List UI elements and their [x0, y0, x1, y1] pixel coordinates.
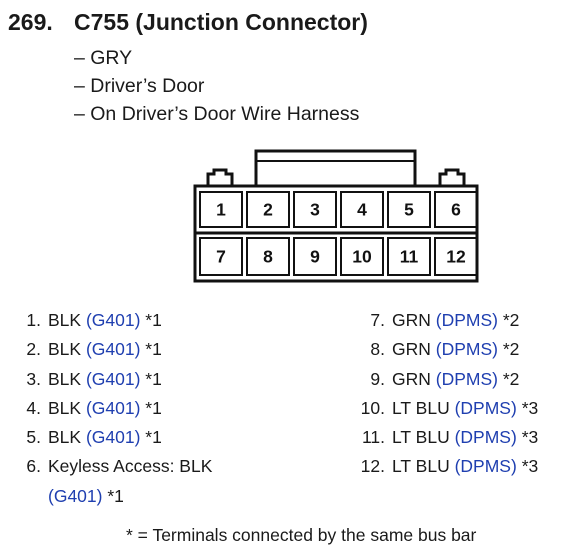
ground-link[interactable]: (G401)	[85, 368, 141, 389]
terminal-number: 2	[263, 200, 273, 220]
ground-link[interactable]: (G401)	[85, 397, 141, 418]
connector-left-tab	[206, 168, 234, 186]
terminal-number: 10	[352, 247, 372, 267]
ground-link[interactable]: (G401)	[85, 427, 141, 448]
terminal-cavity	[246, 237, 290, 276]
pin-row: 6.Keyless Access: BLK	[26, 456, 213, 477]
ground-link[interactable]: (G401)	[85, 310, 141, 330]
pin-row-continuation: (G401) *1	[48, 485, 124, 506]
pin-row: 12.LT BLU (DPMS) *3	[360, 456, 539, 477]
dpms-link[interactable]: (DPMS)	[435, 310, 498, 330]
dpms-link[interactable]: (DPMS)	[454, 456, 517, 477]
pin-row: 7.GRN (DPMS) *2	[370, 310, 520, 330]
dpms-link[interactable]: (DPMS)	[454, 397, 517, 418]
pin-row: 11.LT BLU (DPMS) *3	[361, 427, 539, 448]
pin-row: 9.GRN (DPMS) *2	[370, 368, 520, 389]
ground-link[interactable]: (G401)	[48, 485, 103, 506]
pin-list-left: 1.BLK (G401) *1 2.BLK (G401) *1 3.BLK (G…	[20, 306, 212, 511]
detail-color: – GRY	[74, 47, 133, 69]
detail-harness: – On Driver’s Door Wire Harness	[74, 103, 360, 125]
terminal-cavity	[293, 237, 337, 276]
pin-row: 8.GRN (DPMS) *2	[370, 339, 520, 360]
terminal-number: 5	[404, 200, 414, 220]
terminal-cavity	[434, 237, 478, 276]
connector-details: – GRY – Driver’s Door – On Driver’s Door…	[74, 44, 359, 128]
terminal-cavity	[340, 191, 384, 228]
terminal-number: 9	[310, 247, 320, 267]
pin-row: 4.BLK (G401) *1	[26, 397, 162, 418]
connector-right-tab	[438, 168, 466, 186]
connector-title: C755 (Junction Connector)	[74, 9, 368, 35]
terminal-number: 7	[216, 247, 226, 267]
terminal-cavity	[293, 191, 337, 228]
terminal-cavity	[387, 237, 431, 276]
dpms-link[interactable]: (DPMS)	[454, 427, 517, 448]
pin-list-right: 7.GRN (DPMS) *2 8.GRN (DPMS) *2 9.GRN (D…	[350, 306, 539, 482]
pin-row: 3.BLK (G401) *1	[26, 368, 162, 389]
pin-row: 5.BLK (G401) *1	[26, 427, 162, 448]
terminal-number: 1	[216, 200, 226, 220]
pin-row: 10.LT BLU (DPMS) *3	[360, 397, 539, 418]
pin-row: 1.BLK (G401) *1	[26, 310, 162, 330]
terminal-number: 6	[451, 200, 461, 220]
section-number: 269.	[8, 9, 53, 35]
terminal-cavity	[434, 191, 478, 228]
ground-link[interactable]: (G401)	[85, 339, 141, 360]
terminal-number: 4	[357, 200, 367, 220]
pin-row: 2.BLK (G401) *1	[26, 339, 162, 360]
terminal-cavity	[340, 237, 384, 276]
connector-latch	[254, 149, 417, 186]
terminal-cavity	[199, 237, 243, 276]
terminal-cavity	[387, 191, 431, 228]
terminal-number: 8	[263, 247, 273, 267]
terminal-number: 3	[310, 200, 320, 220]
terminal-cavity	[199, 191, 243, 228]
terminal-number: 12	[446, 247, 466, 267]
terminal-number: 11	[400, 247, 419, 267]
footnote: * = Terminals connected by the same bus …	[126, 525, 477, 545]
detail-location: – Driver’s Door	[74, 75, 205, 97]
page-title: 269. C755 (Junction Connector)	[8, 9, 368, 36]
dpms-link[interactable]: (DPMS)	[435, 368, 498, 389]
dpms-link[interactable]: (DPMS)	[435, 339, 498, 360]
terminal-cavity	[246, 191, 290, 228]
